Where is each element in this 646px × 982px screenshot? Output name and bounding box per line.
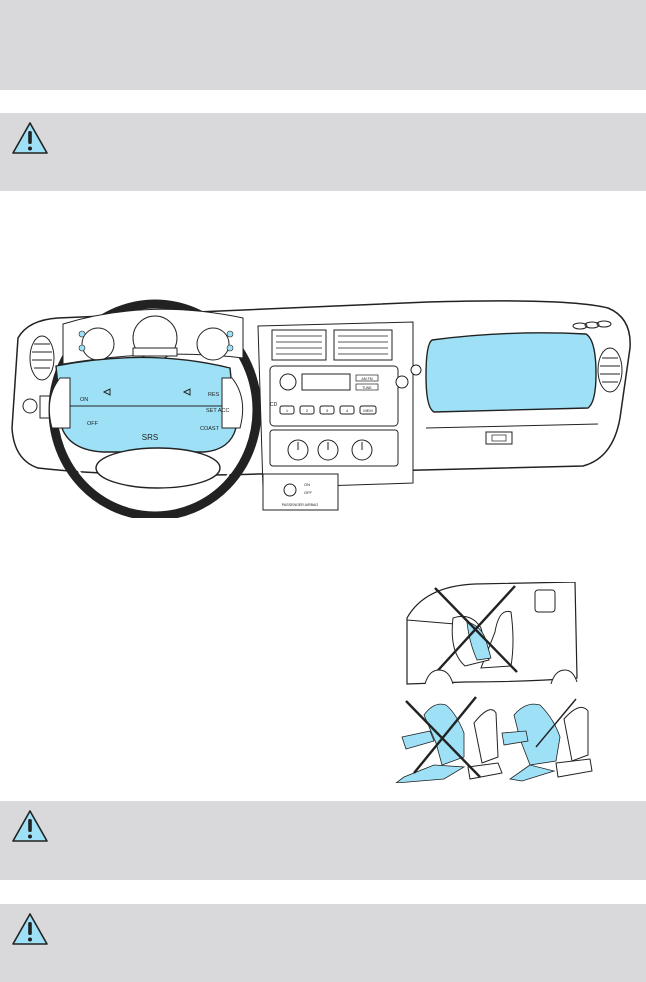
hazard-button-icon (410, 364, 422, 376)
center-vent-left-icon (271, 329, 327, 361)
radio-preset-1: 1 (286, 408, 289, 413)
left-vent-icon (29, 335, 55, 381)
cruise-on-label: ON (80, 397, 88, 403)
cruise-coast-label: COAST (200, 426, 220, 432)
right-switch-pod (221, 377, 244, 429)
driver-airbag-label: SRS (142, 433, 158, 442)
center-vent-right-icon (333, 329, 393, 361)
passenger-airbag-highlight (425, 332, 597, 413)
passenger-switch-caption: PASSENGER AIRBAG (282, 503, 319, 507)
radio-amfm-label: AM FM (361, 377, 372, 381)
instrument-cluster (62, 308, 244, 365)
radio-tune-label: TUNE (362, 386, 372, 390)
glovebox (425, 423, 599, 445)
rear-facing-child-seat-illustration (406, 582, 578, 685)
warning-box-2 (0, 801, 646, 880)
dashboard-illustration: SRS ON OFF RES SET ACC COAST (11, 299, 631, 518)
cruise-set-label: SET ACC (206, 408, 229, 414)
logo-icon (572, 320, 612, 330)
occupant-position-illustration (395, 696, 593, 783)
climate-controls (269, 429, 399, 467)
warning-triangle-icon (12, 913, 48, 945)
passenger-switch-off-label: OFF (304, 490, 313, 495)
top-gray-band (0, 0, 646, 90)
passenger-airbag-switch: ON OFF PASSENGER AIRBAG (262, 473, 339, 511)
steering-column-cover (95, 447, 221, 489)
center-stack: AM FM TUNE CD 1 2 3 4 MEM (257, 321, 422, 489)
radio-preset-4: 4 (346, 408, 349, 413)
horn-icon (102, 388, 191, 396)
driver-airbag-highlight (55, 356, 237, 453)
passenger-switch-on-label: ON (304, 482, 310, 487)
left-switch-pod (48, 377, 71, 429)
warning-triangle-icon (12, 122, 48, 154)
warning-box-3 (0, 904, 646, 982)
radio-preset-2: 2 (306, 408, 309, 413)
radio-preset-3: 3 (326, 408, 329, 413)
cruise-off-label: OFF (87, 421, 99, 427)
radio: AM FM TUNE CD 1 2 3 4 MEM (269, 365, 409, 427)
warning-triangle-icon (12, 810, 48, 842)
warning-box-1 (0, 113, 646, 191)
right-vent-icon (597, 347, 623, 393)
radio-cd-label: CD (270, 402, 278, 408)
radio-mem-label: MEM (363, 408, 372, 413)
cruise-res-label: RES (208, 392, 220, 398)
